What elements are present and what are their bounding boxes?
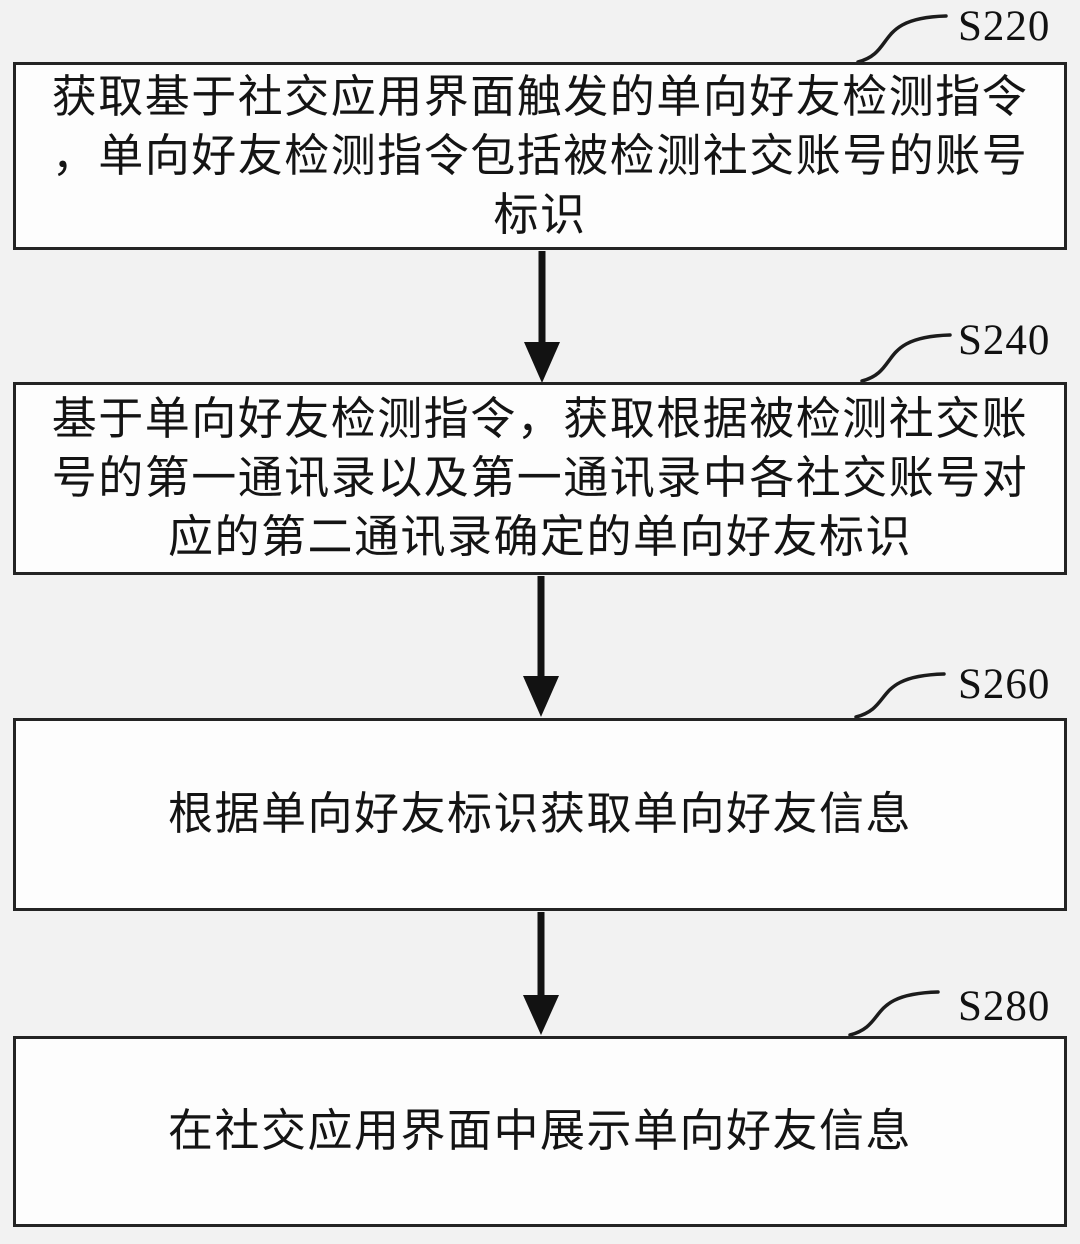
leader-line-s220 xyxy=(856,14,948,64)
leader-line-s260 xyxy=(854,672,946,719)
flow-arrow-2-head xyxy=(523,676,559,717)
step-text-line: 标识 xyxy=(493,189,587,240)
step-text-line: 根据单向好友标识获取单向好友信息 xyxy=(167,789,912,839)
step-label-s240: S240 xyxy=(958,317,1051,364)
step-text-line: 在社交应用界面中展示单向好友信息 xyxy=(167,1106,912,1156)
flow-arrow-3-head xyxy=(523,995,559,1035)
step-box-s280: 在社交应用界面中展示单向好友信息 xyxy=(13,1036,1067,1227)
flow-arrow-1-head xyxy=(524,342,560,383)
step-text-line: 基于单向好友检测指令，获取根据被检测社交账 xyxy=(51,394,1029,444)
step-box-s260: 根据单向好友标识获取单向好友信息 xyxy=(13,718,1067,911)
leader-line-s240 xyxy=(860,333,952,383)
step-text-line: 应的第二通讯录确定的单向好友标识 xyxy=(167,512,912,562)
step-label-s260: S260 xyxy=(958,661,1051,708)
step-box-s220: 获取基于社交应用界面触发的单向好友检测指令 ，单向好友检测指令包括被检测社交账号… xyxy=(13,62,1067,250)
step-text-line: 号的第一通讯录以及第一通讯录中各社交账号对 xyxy=(51,453,1029,503)
step-text-line: ，单向好友检测指令包括被检测社交账号的账号 xyxy=(51,130,1029,181)
step-label-s220: S220 xyxy=(958,3,1051,50)
step-text-line: 获取基于社交应用界面触发的单向好友检测指令 xyxy=(51,71,1029,122)
leader-line-s280 xyxy=(848,990,940,1037)
step-label-s280: S280 xyxy=(958,983,1051,1030)
step-box-s240: 基于单向好友检测指令，获取根据被检测社交账 号的第一通讯录以及第一通讯录中各社交… xyxy=(13,382,1067,575)
